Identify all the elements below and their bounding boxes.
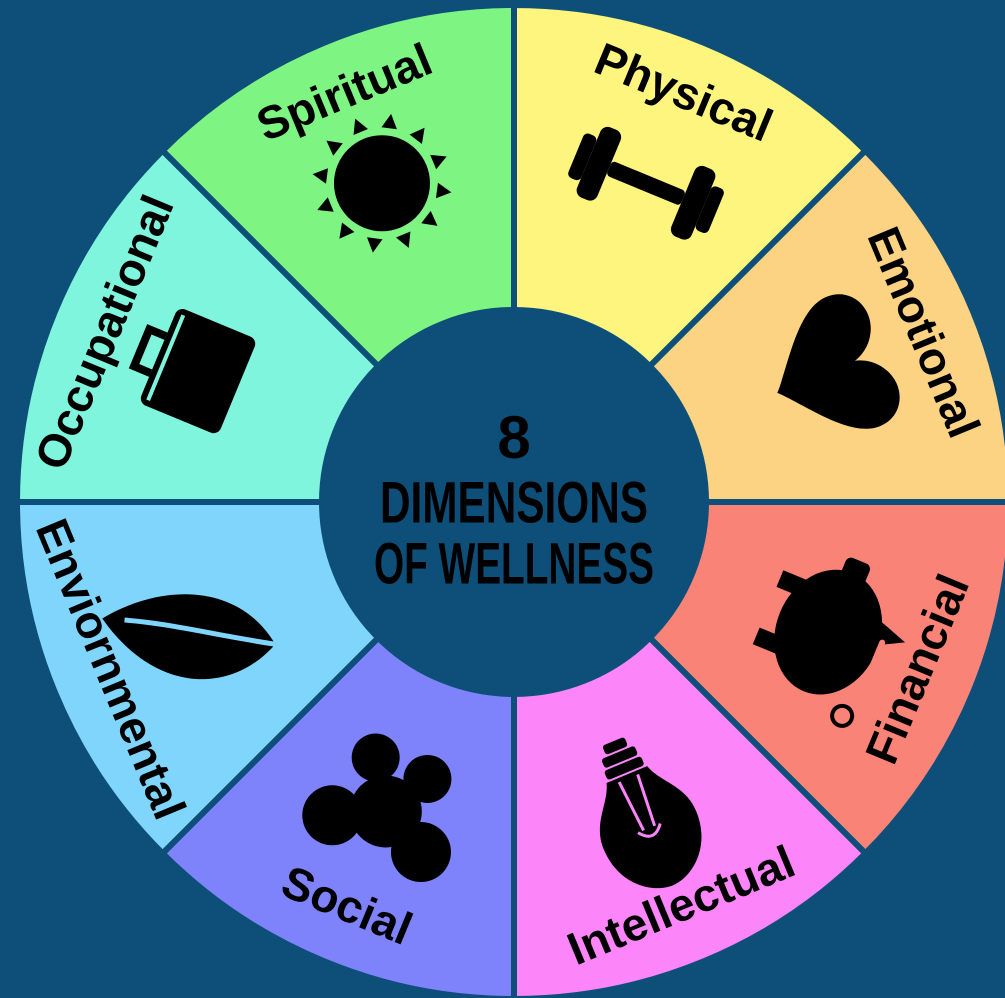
center-title-number: 8 <box>497 404 530 471</box>
center-title-line-2: DIMENSIONS <box>380 470 648 535</box>
sun-icon <box>312 113 452 253</box>
people-icon <box>302 733 452 883</box>
heart-icon <box>777 294 900 429</box>
center-circle <box>319 307 709 697</box>
leaf-icon <box>102 594 276 680</box>
dumbbell-icon <box>568 126 724 240</box>
icons-layer <box>102 113 906 889</box>
lightbulb-icon <box>599 737 702 889</box>
center-title-line-3: OF WELLNESS <box>374 531 654 596</box>
piggy-bank-icon <box>752 557 906 728</box>
briefcase-icon <box>128 309 256 434</box>
